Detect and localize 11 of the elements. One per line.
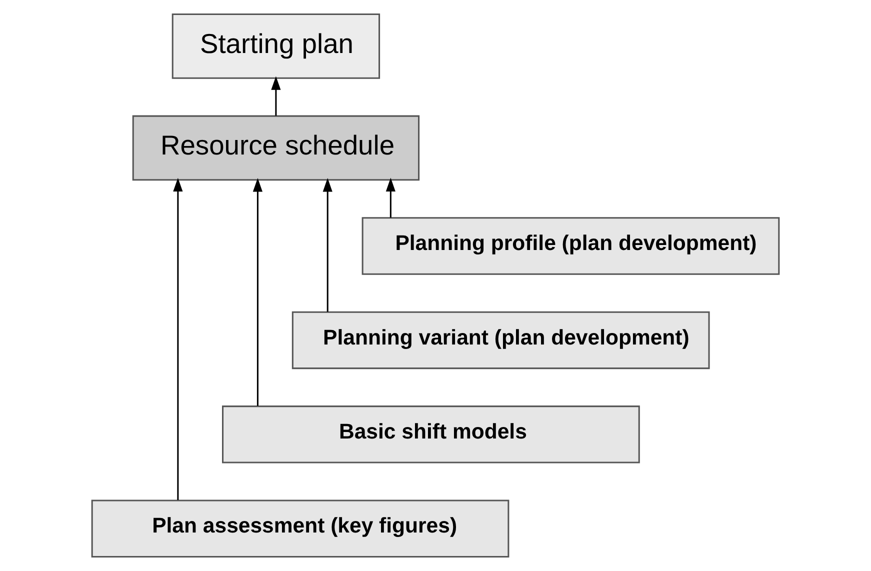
node-box: Planning profile (plan development)	[362, 217, 780, 275]
arrow	[386, 178, 396, 218]
node-box: Plan assessment (key figures)	[91, 500, 510, 558]
node-box: Starting plan	[172, 14, 380, 79]
arrow	[271, 76, 281, 116]
arrow	[252, 178, 262, 406]
node-box: Resource schedule	[132, 115, 420, 181]
arrow	[173, 178, 183, 500]
arrow	[322, 178, 332, 312]
node-box: Basic shift models	[222, 406, 640, 464]
node-box: Planning variant (plan development)	[292, 311, 710, 370]
